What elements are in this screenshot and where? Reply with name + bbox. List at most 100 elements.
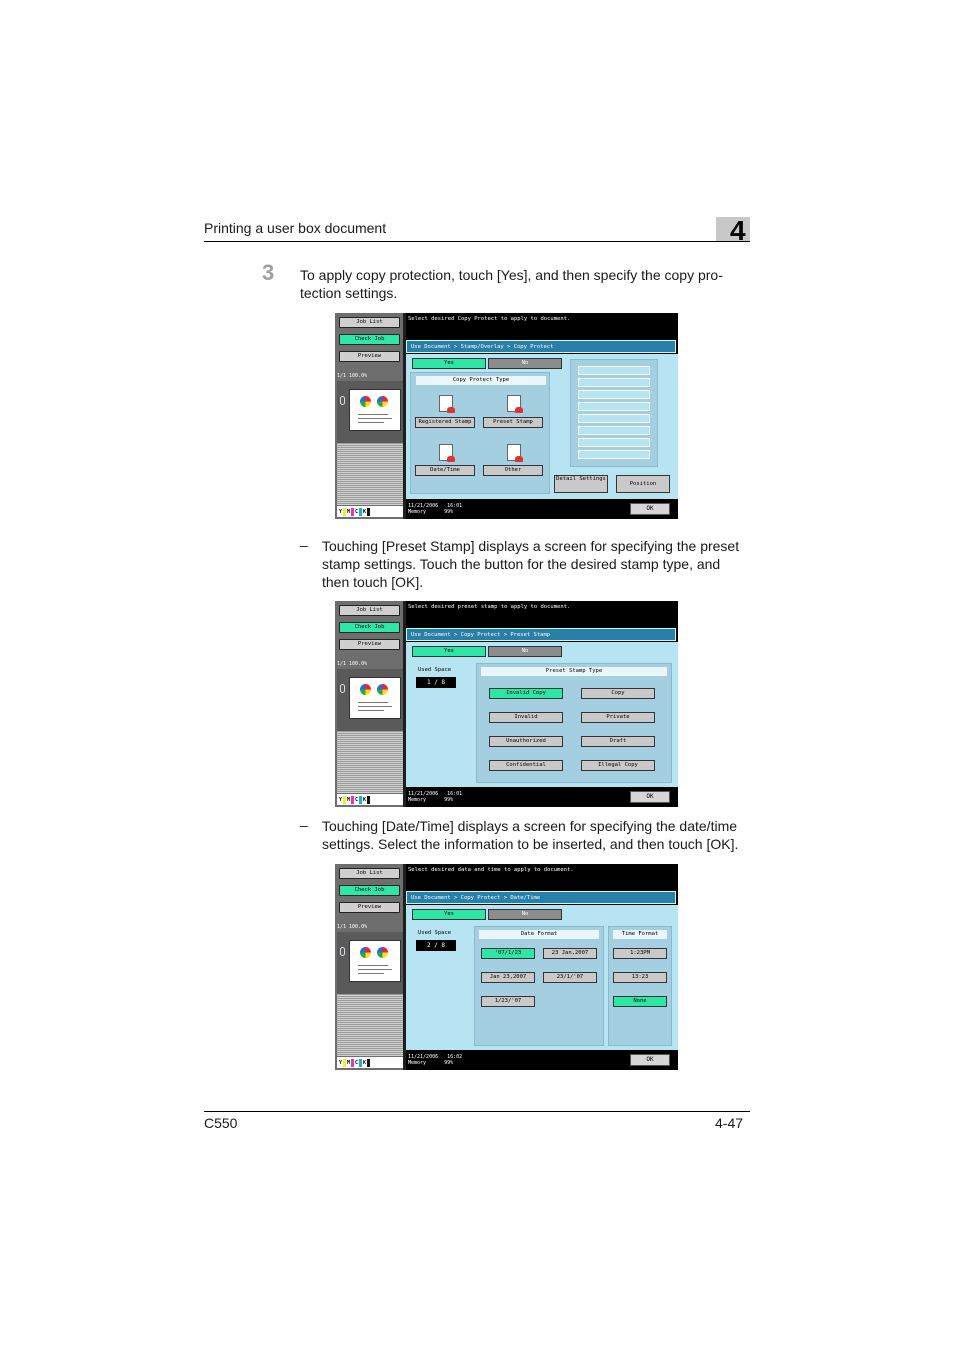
registered-stamp-button[interactable]: Registered Stamp <box>415 417 475 428</box>
footer-page-number: 4-47 <box>715 1115 744 1131</box>
preset-stamp-icon <box>507 395 523 413</box>
job-list-button[interactable]: Job List <box>339 317 400 328</box>
copy-button[interactable]: Copy <box>581 688 655 699</box>
invalid-copy-button[interactable]: Invalid Copy <box>489 688 563 699</box>
selected-list-panel <box>570 359 658 467</box>
panel-title: Date Format <box>479 930 599 939</box>
preset-stamp-button[interactable]: Preset Stamp <box>483 417 543 428</box>
paper-clip-icon <box>340 396 345 405</box>
date-format-panel: Date Format '07/1/23 23 Jan,2007 Jan 23,… <box>474 926 604 1046</box>
position-button[interactable]: Position <box>616 475 670 493</box>
check-job-button[interactable]: Check Job <box>339 622 400 633</box>
time-format-panel: Time Format 1:23PM 13:23 None <box>608 926 672 1046</box>
status-area <box>337 443 403 505</box>
date-format-option[interactable]: 1/23/'07 <box>481 996 535 1007</box>
check-job-button[interactable]: Check Job <box>339 885 400 896</box>
other-button[interactable]: Other <box>483 465 543 476</box>
main-area: Yes No Used Space 1 / 8 Preset Stamp Typ… <box>406 642 678 787</box>
paper-clip-icon <box>340 684 345 693</box>
job-list-button[interactable]: Job List <box>339 868 400 879</box>
date-time-button[interactable]: Date/Time <box>415 465 475 476</box>
preview-button[interactable]: Preview <box>339 639 400 650</box>
panel-title: Time Format <box>613 930 667 939</box>
date-format-option[interactable]: '07/1/23 <box>481 948 535 959</box>
chapter-number: 4 <box>730 215 746 246</box>
breadcrumb: Use Document > Copy Protect > Date/Time <box>406 891 676 904</box>
check-job-button[interactable]: Check Job <box>339 334 400 345</box>
status-bar: 11/21/2006 16:01 Memory 99% OK <box>406 500 678 519</box>
screen-message: Select desired preset stamp to apply to … <box>406 601 678 627</box>
date-time-screen: Job List Check Job Preview 1/1 100.0% Y … <box>335 864 678 1070</box>
preset-stamp-screen: Job List Check Job Preview 1/1 100.0% Y … <box>335 601 678 807</box>
yes-button[interactable]: Yes <box>412 646 486 657</box>
status-bar: 11/21/2006 16:02 Memory 99% OK <box>406 1051 678 1070</box>
detail-settings-button[interactable]: Detail Settings <box>554 475 608 493</box>
panel-title: Copy Protect Type <box>416 376 546 385</box>
color-chart-icon <box>377 947 388 958</box>
used-space-counter: 2 / 8 <box>416 940 456 951</box>
date-format-option[interactable]: Jan 23,2007 <box>481 972 535 983</box>
yes-button[interactable]: Yes <box>412 909 486 920</box>
screen-message: Select desired Copy Protect to apply to … <box>406 313 678 339</box>
ok-button[interactable]: OK <box>630 1054 670 1066</box>
color-chart-icon <box>377 396 388 407</box>
document-preview <box>337 932 403 994</box>
confidential-button[interactable]: Confidential <box>489 760 563 771</box>
date-format-option[interactable]: 23/1/'07 <box>543 972 597 983</box>
left-panel: Job List Check Job Preview 1/1 100.0% Y … <box>335 313 405 519</box>
ok-button[interactable]: OK <box>630 503 670 515</box>
no-button[interactable]: No <box>488 646 562 657</box>
toner-levels: Y M C K <box>337 506 403 517</box>
ok-button[interactable]: OK <box>630 791 670 803</box>
bullet-dash: – <box>300 817 308 833</box>
status-bar: 11/21/2006 16:01 Memory 99% OK <box>406 788 678 807</box>
preview-button[interactable]: Preview <box>339 351 400 362</box>
main-area: Yes No Copy Protect Type Registered Stam… <box>406 354 678 499</box>
toner-levels: Y M C K <box>337 1057 403 1068</box>
draft-button[interactable]: Draft <box>581 736 655 747</box>
no-button[interactable]: No <box>488 358 562 369</box>
color-chart-icon <box>360 947 371 958</box>
preview-button[interactable]: Preview <box>339 902 400 913</box>
used-space-label: Used Space <box>418 930 452 936</box>
used-space-counter: 1 / 8 <box>416 677 456 688</box>
status-area <box>337 731 403 793</box>
step-text: To apply copy protection, touch [Yes], a… <box>300 267 723 301</box>
no-button[interactable]: No <box>488 909 562 920</box>
header-rule <box>204 241 750 242</box>
step-number: 3 <box>262 260 275 285</box>
yes-button[interactable]: Yes <box>412 358 486 369</box>
document-preview <box>337 381 403 443</box>
color-chart-icon <box>360 684 371 695</box>
copy-protect-type-panel: Copy Protect Type Registered Stamp Prese… <box>410 372 550 494</box>
chapter-tab <box>716 217 750 242</box>
time-format-option[interactable]: 13:23 <box>613 972 667 983</box>
status-area <box>337 994 403 1056</box>
illegal-copy-button[interactable]: Illegal Copy <box>581 760 655 771</box>
other-icon <box>507 444 523 462</box>
bullet-text: Touching [Preset Stamp] displays a scree… <box>322 538 740 590</box>
job-list-button[interactable]: Job List <box>339 605 400 616</box>
registered-stamp-icon <box>439 395 455 413</box>
color-chart-icon <box>377 684 388 695</box>
document-thumbnail <box>349 940 401 982</box>
time-format-option[interactable]: 1:23PM <box>613 948 667 959</box>
time-format-option[interactable]: None <box>613 996 667 1007</box>
footer-model: C550 <box>204 1115 238 1131</box>
page-zoom-status: 1/1 100.0% <box>337 373 368 379</box>
private-button[interactable]: Private <box>581 712 655 723</box>
main-area: Yes No Used Space 2 / 8 Date Format '07/… <box>406 905 678 1050</box>
date-format-option[interactable]: 23 Jan,2007 <box>543 948 597 959</box>
page-zoom-status: 1/1 100.0% <box>337 924 368 930</box>
copy-protect-screen: Job List Check Job Preview 1/1 100.0% Y … <box>335 313 678 519</box>
paper-clip-icon <box>340 947 345 956</box>
footer-rule <box>204 1111 750 1112</box>
page-zoom-status: 1/1 100.0% <box>337 661 368 667</box>
unauthorized-button[interactable]: Unauthorized <box>489 736 563 747</box>
left-panel: Job List Check Job Preview 1/1 100.0% Y … <box>335 864 405 1070</box>
document-preview <box>337 669 403 731</box>
date-time-icon <box>439 444 455 462</box>
invalid-button[interactable]: Invalid <box>489 712 563 723</box>
document-thumbnail <box>349 389 401 431</box>
screen-message: Select desired data and time to apply to… <box>406 864 678 890</box>
